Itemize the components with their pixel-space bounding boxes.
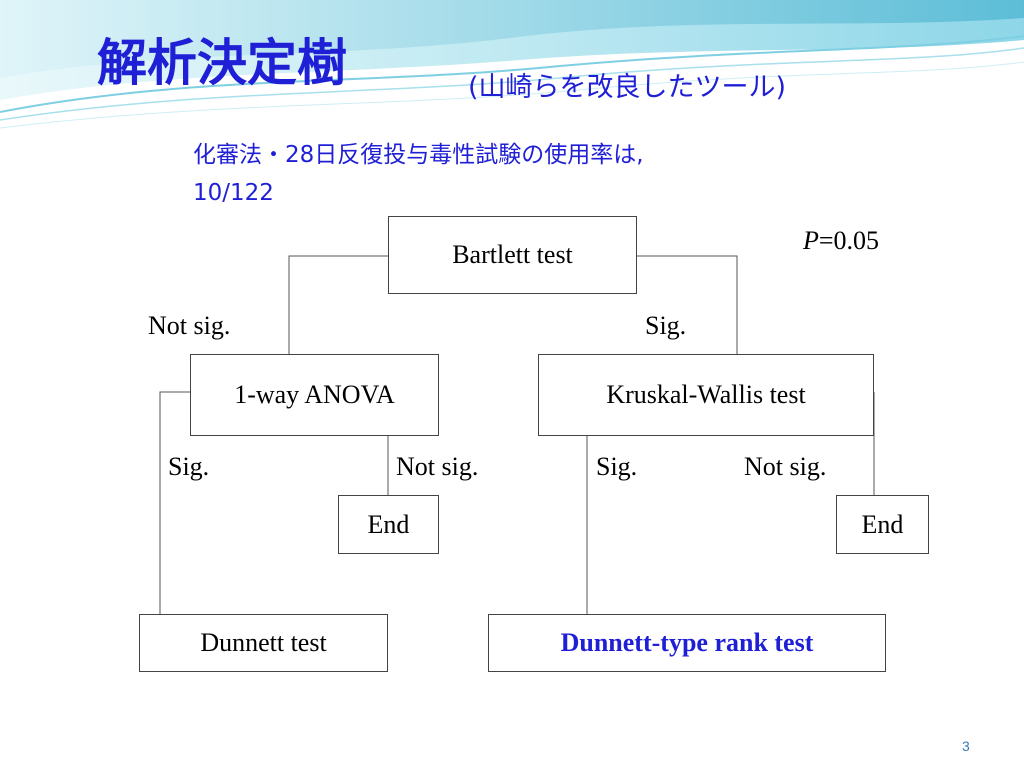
- label-kruskal-sig: Sig.: [596, 452, 638, 481]
- edge-bartlett-to-anova: [288, 255, 388, 354]
- significance-level: P=0.05: [803, 226, 879, 256]
- usage-rate-line-1: 化審法・28日反復投与毒性試験の使用率は,: [193, 142, 644, 168]
- node-one-way-anova: 1-way ANOVA: [190, 354, 439, 436]
- slide-title: 解析決定樹: [97, 34, 347, 92]
- label-bartlett-sig: Sig.: [645, 311, 687, 340]
- p-symbol: P: [803, 226, 819, 255]
- usage-rate-note: 化審法・28日反復投与毒性試験の使用率は, 10/122: [193, 136, 893, 212]
- edge-anova-to-dunnett: [159, 391, 190, 614]
- node-end-left: End: [338, 495, 439, 554]
- node-dunnett-test: Dunnett test: [139, 614, 388, 672]
- node-bartlett-test: Bartlett test: [388, 216, 637, 294]
- node-dunnett-type-rank-test: Dunnett-type rank test: [488, 614, 886, 672]
- p-value: =0.05: [818, 226, 880, 255]
- slide-title-note: (山崎らを改良したツール): [468, 72, 787, 103]
- page-number: 3: [962, 738, 970, 754]
- header-wave-decoration: [0, 0, 1024, 129]
- label-anova-not-sig: Not sig.: [396, 452, 479, 481]
- edge-bartlett-to-kruskal: [637, 255, 738, 354]
- node-end-right: End: [836, 495, 929, 554]
- node-kruskal-wallis-test: Kruskal-Wallis test: [538, 354, 874, 436]
- usage-rate-line-2: 10/122: [193, 180, 274, 206]
- label-kruskal-not-sig: Not sig.: [744, 452, 827, 481]
- label-bartlett-not-sig: Not sig.: [148, 311, 231, 340]
- label-anova-sig: Sig.: [168, 452, 210, 481]
